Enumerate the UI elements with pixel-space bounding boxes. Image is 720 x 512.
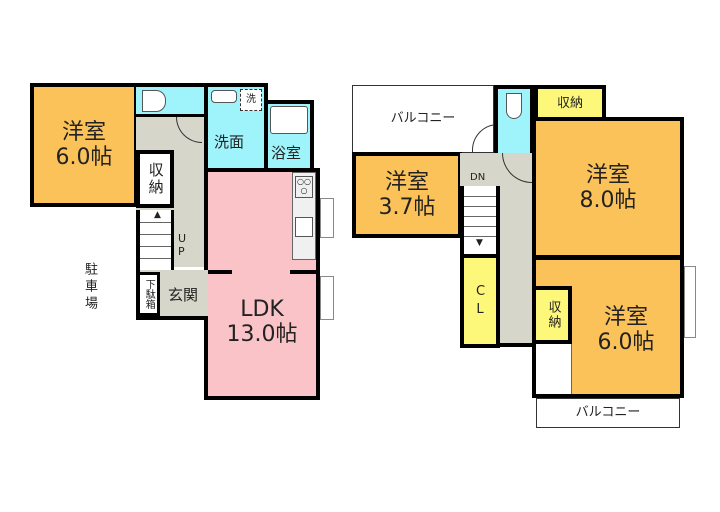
room-size: 6.0帖 [55, 145, 113, 170]
floor1-toilet [136, 83, 204, 117]
stair-step [464, 206, 496, 207]
room-name: LDK [240, 296, 284, 322]
room-name: 洋室 [585, 162, 630, 188]
floor-1-plan: 洋室 6.0帖 収納 ▲ UP 洗 洗面 浴室 ○○○ [28, 80, 338, 400]
room-name: CL [476, 284, 486, 317]
room-name: 収納 [146, 162, 165, 196]
stair-step [140, 246, 171, 247]
floor1-bedroom: 洋室 6.0帖 [30, 83, 138, 207]
floor2-toilet [494, 85, 534, 153]
room-name: 収納 [556, 95, 583, 111]
room-size: 6.0帖 [597, 330, 655, 355]
room-size: 8.0帖 [579, 188, 637, 213]
room-name: 洋室 [384, 169, 429, 195]
arrow-down-icon: ▼ [476, 238, 483, 248]
room-name: バルコニー [390, 110, 456, 126]
partition-wall [290, 270, 318, 274]
floor2-stairs: ▼ [460, 186, 500, 258]
floor2-storage-mid: 収納 [532, 286, 572, 344]
floor-2-plan: バルコニー 収納 洋室 3.7帖 DN ▼ CL 洋室 8.0帖 洋室 [350, 82, 710, 432]
floor1-storage: 収納 [136, 150, 174, 208]
room-size: 13.0帖 [226, 322, 298, 347]
stair-step [464, 236, 496, 237]
room-name: 洋室 [603, 304, 648, 330]
partition-wall [208, 270, 232, 274]
room-name: 下駄箱 [143, 279, 155, 309]
window [684, 266, 696, 338]
stairs-down-label: DN [470, 172, 486, 183]
stair-step [140, 222, 171, 223]
room-name: 玄関 [168, 286, 199, 304]
floor2-closet: CL [460, 258, 500, 348]
kitchen-counter: ○○○ [292, 172, 316, 260]
washer-space: 洗 [240, 89, 262, 111]
floor1-bath: 浴室 [264, 100, 314, 171]
room-name: 洗面 [214, 133, 245, 151]
kitchen-sink-icon [295, 217, 313, 237]
window [320, 198, 334, 238]
room-name: 洋室 [61, 119, 106, 145]
stair-step [140, 234, 171, 235]
floor2-bedroom-large: 洋室 8.0帖 [532, 117, 684, 259]
bay-window [320, 276, 334, 320]
sink-icon [211, 90, 237, 103]
floor2-balcony-bottom: バルコニー [536, 398, 680, 428]
floor2-balcony-top: バルコニー [352, 85, 494, 153]
stair-step [464, 196, 496, 197]
floor2-storage-top: 収納 [534, 85, 606, 119]
room-label: 洋室 6.0帖 [572, 280, 680, 380]
room-name: 浴室 [271, 144, 302, 162]
stair-step [464, 226, 496, 227]
toilet-icon [506, 93, 522, 119]
floor1-washroom: 洗 洗面 [204, 83, 268, 171]
shoe-box: 下駄箱 [140, 272, 160, 316]
ldk-label: LDK 13.0帖 [208, 282, 316, 362]
floor1-stairs: ▲ [136, 210, 174, 278]
room-name: 収納 [545, 300, 561, 330]
stair-step [140, 258, 171, 259]
room-name: バルコニー [575, 404, 641, 420]
floor1-ldk: ○○○ LDK 13.0帖 [204, 168, 320, 400]
floor2-bedroom-small: 洋室 3.7帖 [352, 152, 462, 238]
arrow-up-icon: ▲ [154, 210, 161, 220]
floor1-entrance: 下駄箱 玄関 [136, 270, 208, 320]
stairs-up-label: UP [178, 232, 187, 258]
bathtub-icon [270, 106, 308, 134]
room-size: 3.7帖 [378, 195, 436, 220]
toilet-icon [142, 90, 166, 112]
washer-label: 洗 [246, 94, 256, 106]
parking-label: 駐車場 [82, 262, 97, 313]
stove-icon: ○○○ [295, 176, 313, 198]
stair-step [464, 216, 496, 217]
